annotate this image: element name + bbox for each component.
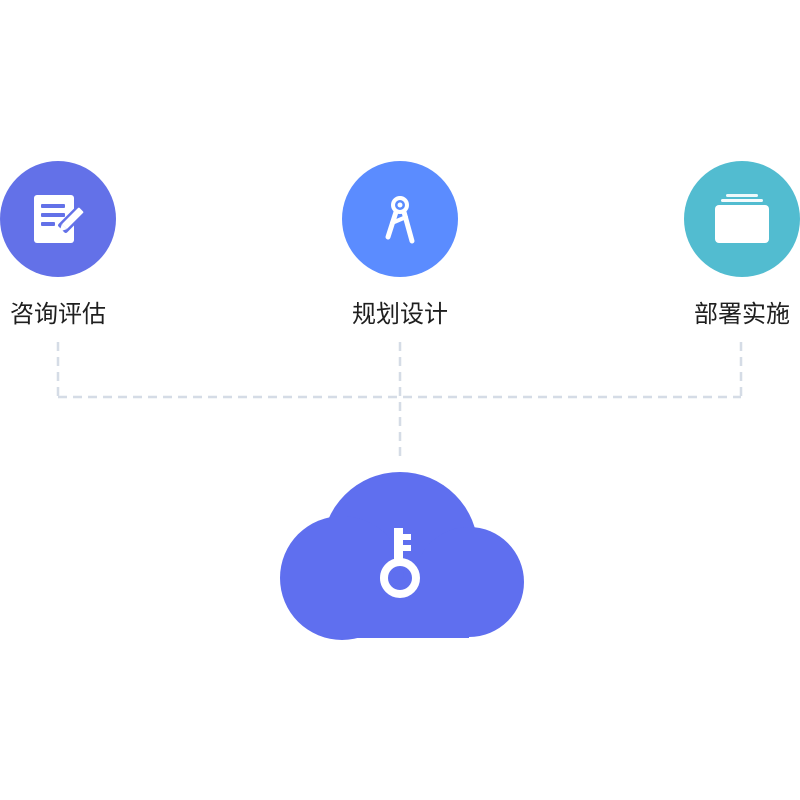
step-consulting [0, 161, 116, 277]
step-consulting-label: 咨询评估 [10, 300, 106, 328]
step-planning [342, 161, 458, 277]
key-icon [380, 528, 420, 598]
compass-icon [385, 196, 415, 244]
document-edit-icon [34, 195, 87, 243]
step-deployment-label: 部署实施 [694, 300, 790, 328]
step-planning-label: 规划设计 [352, 300, 448, 328]
step-deployment [684, 161, 800, 277]
folder-stack-icon [715, 194, 769, 243]
cloud-hub [280, 472, 524, 640]
